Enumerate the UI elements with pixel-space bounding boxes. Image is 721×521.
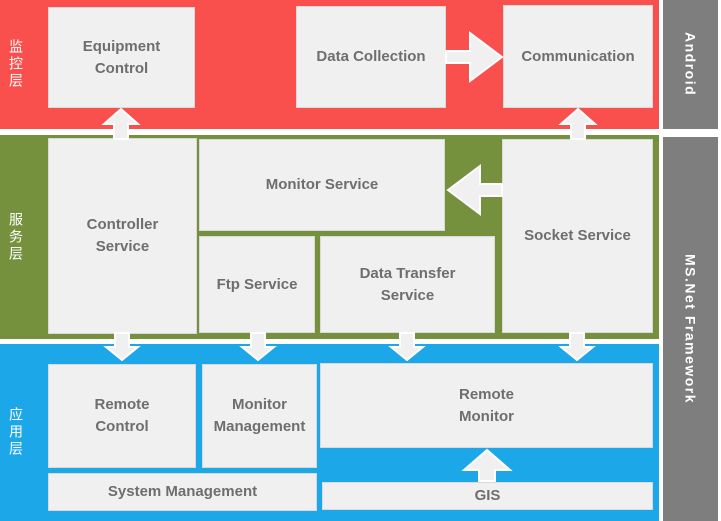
monitor-management-box: Monitor Management: [202, 364, 317, 468]
android-label: Android: [682, 32, 699, 97]
msnet-framework-label: MS.Net Framework: [682, 253, 699, 405]
monitoring-layer-label: 监控层: [8, 39, 24, 90]
android-platform-strip: Android: [663, 0, 718, 129]
msnet-framework-strip: MS.Net Framework: [663, 137, 718, 521]
remote-control-box: Remote Control: [48, 364, 196, 468]
socket-service-box: Socket Service: [502, 139, 653, 333]
equipment-control-box: Equipment Control: [48, 7, 195, 108]
ftp-service-box: Ftp Service: [199, 236, 315, 333]
application-layer-label: 应用层: [8, 407, 24, 458]
gis-box: GIS: [322, 482, 653, 510]
remote-monitor-box: Remote Monitor: [320, 363, 653, 448]
system-management-box: System Management: [48, 473, 317, 511]
controller-service-box: Controller Service: [48, 138, 197, 334]
data-collection-box: Data Collection: [296, 6, 446, 108]
communication-box: Communication: [503, 5, 653, 108]
data-transfer-service-box: Data Transfer Service: [320, 236, 495, 333]
monitor-service-box: Monitor Service: [199, 139, 445, 231]
service-layer-label: 服务层: [8, 211, 24, 263]
